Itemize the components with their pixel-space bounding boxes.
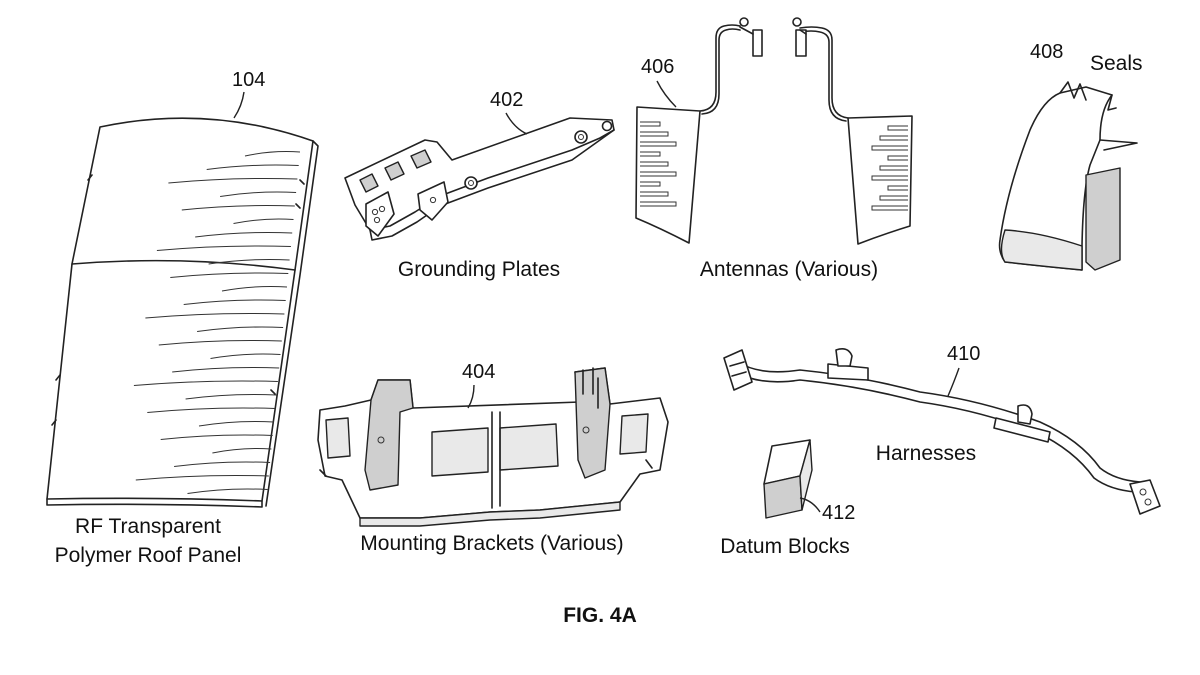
label-roof-panel-line-1: RF Transparent [75,515,221,538]
leader-410 [948,368,959,396]
figure-caption: FIG. 4A [563,604,637,627]
label-datum-blocks: Datum Blocks [720,535,850,558]
grounding-plate-drawing [345,118,614,240]
ref-412: 412 [822,502,855,524]
ref-104: 104 [232,69,265,91]
label-grounding-plates: Grounding Plates [398,258,560,281]
leader-404 [468,385,474,408]
ref-406: 406 [641,56,674,78]
leader-402 [506,113,527,134]
label-seals: Seals [1090,52,1143,75]
ref-408: 408 [1030,41,1063,63]
datum-block-drawing [764,440,812,518]
ref-402: 402 [490,89,523,111]
ref-410: 410 [947,343,980,365]
leader-406 [657,81,676,107]
leader-104 [234,92,244,118]
roof-panel-drawing [47,118,318,507]
mounting-bracket-drawing [318,368,668,526]
seal-drawing [1000,82,1137,270]
label-antennas: Antennas (Various) [700,258,878,281]
antenna-drawing [636,18,912,244]
ref-404: 404 [462,361,495,383]
label-roof-panel-line-2: Polymer Roof Panel [55,544,242,567]
label-mounting-brackets: Mounting Brackets (Various) [360,532,623,555]
label-harnesses: Harnesses [876,442,976,465]
